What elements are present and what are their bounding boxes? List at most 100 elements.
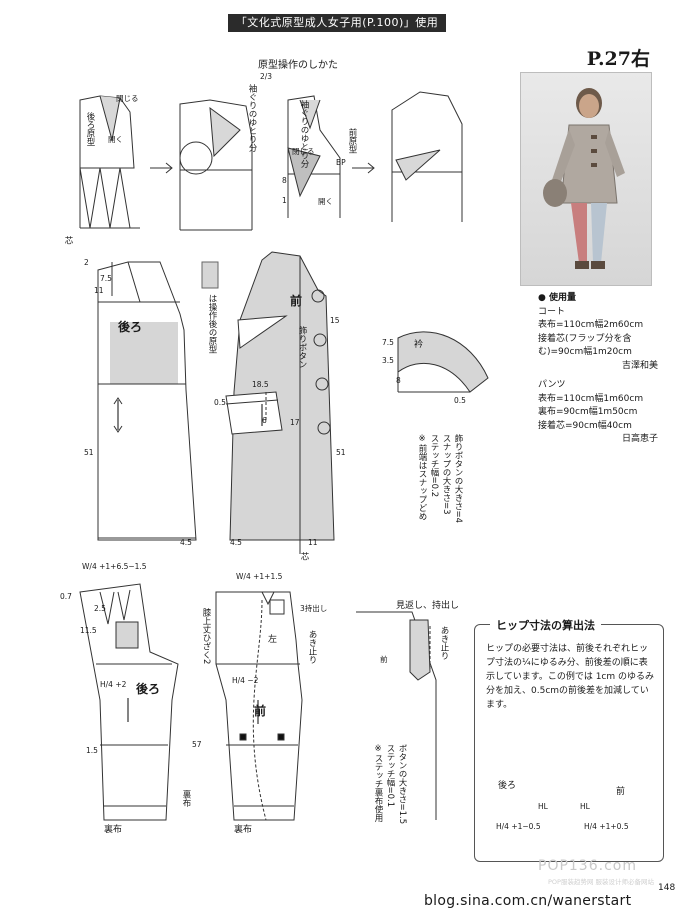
hip-box-body: ヒップの必要寸法は、前後それぞれヒップ寸法の¼にゆるみ分、前後差の順に表示してい…: [486, 644, 654, 710]
label-opening-stop: あき止り: [307, 630, 317, 664]
label-collar: 衿: [414, 340, 424, 350]
label-lining-2: 裏布: [181, 790, 191, 807]
label-facing-front: 前: [380, 655, 388, 664]
label-lining-front: 裏布: [234, 825, 253, 835]
snap-note-line: ステッチ幅=0.2: [429, 434, 439, 498]
coat-front-pattern: [225, 251, 335, 554]
label-num-2: 2: [84, 258, 89, 267]
usage-pants-line: 表布=110cm幅1m60cm: [538, 393, 644, 404]
label-num-51: 51: [84, 448, 94, 457]
label-w-formula-back: W/4 +1+6.5−1.5: [82, 562, 147, 571]
label-close: 閉じる: [116, 94, 139, 103]
process-title: 原型操作のしかた: [258, 60, 338, 71]
label-num-2-5: 2.5: [94, 604, 106, 613]
hip-info-box: [474, 624, 664, 862]
label-num-4-5: 4.5: [180, 538, 192, 547]
legend-swatch: [201, 261, 219, 289]
label-close-2: 閉じる: [292, 147, 315, 156]
usage-coat-credit: 吉澤和美: [621, 360, 658, 371]
label-core-bottom: 芯: [299, 552, 309, 561]
label-extension: 3持出し: [300, 604, 328, 613]
label-num-0-7: 0.7: [60, 592, 72, 601]
snap-note-line: 飾りボタンの大きさ=4: [453, 434, 463, 524]
usage-pants-label: パンツ: [538, 380, 566, 390]
label-back: 後ろ: [118, 320, 143, 334]
coat-back-pattern: [97, 261, 197, 541]
block-step-4: [391, 91, 463, 222]
hip-back-formula: H/4 +1−0.5: [496, 822, 541, 831]
hip-hl-label: HL: [538, 802, 548, 811]
usage-section: ● 使用量 コート 表布=110cm幅2m60cm 接着芯(フラップ分を含 む)…: [538, 292, 658, 447]
usage-heading: ● 使用量: [538, 293, 576, 303]
hip-front-label: 前: [616, 787, 626, 797]
pants-note-line: ボタンの大きさ=1.5: [397, 744, 407, 825]
label-pants-front: 前: [254, 704, 267, 718]
label-num-17: 17: [290, 418, 300, 427]
pants-front-pattern: [215, 591, 303, 821]
pants-back-pattern: [79, 583, 179, 821]
label-core: 芯: [63, 236, 73, 245]
usage-coat-line: 接着芯(フラップ分を含: [538, 333, 632, 344]
label-num-1-5: 1.5: [86, 746, 98, 755]
label-bp: BP: [336, 158, 346, 167]
label-num-7-5-collar: 7.5: [382, 338, 394, 347]
label-w-formula-front: W/4 +1+1.5: [236, 572, 283, 581]
snap-note-line: スナップの大きさ=3: [441, 434, 451, 515]
label-num-4-5-front: 4.5: [230, 538, 242, 547]
block-step-1: [79, 95, 140, 229]
label-facing: 見返し、持出し: [396, 601, 460, 611]
label-front-block: 前原型: [347, 128, 357, 154]
label-num-3-5-collar: 3.5: [382, 356, 394, 365]
usage-coat-line: 表布=110cm幅2m60cm: [538, 320, 644, 330]
hip-hl-label-2: HL: [580, 802, 590, 811]
label-h-formula-back: H/4 +2: [100, 680, 127, 689]
watermark-sub: POP服装趋势网 服装设计师必备网站: [548, 878, 655, 886]
block-step-2: [179, 99, 253, 231]
label-num-51-front: 51: [336, 448, 346, 457]
pants-note-line: ステッチ幅=0.1: [385, 744, 395, 808]
usage-pants-line: 裏布=90cm幅1m50cm: [538, 407, 638, 417]
label-num-11: 11: [94, 286, 104, 295]
label-open-2: 開く: [318, 197, 333, 206]
hip-front-formula: H/4 +1+0.5: [584, 822, 629, 831]
label-sleeve-ease: 袖ぐりのゆとり分: [247, 84, 257, 152]
watermark-brand: POP136.com: [538, 858, 637, 874]
model-figure-icon: [543, 88, 625, 269]
facing-pattern: [356, 611, 437, 820]
label-num-0-5-collar: 0.5: [454, 396, 466, 405]
label-sleeve-ease-2: 袖ぐりのゆとり分: [299, 100, 309, 168]
label-num-57: 57: [192, 740, 202, 749]
usage-pants-credit: 日高恵子: [621, 434, 658, 444]
label-left: 左: [268, 635, 278, 645]
blog-url: blog.sina.com.cn/wanerstart: [424, 893, 632, 909]
label-num-15: 15: [330, 316, 340, 325]
label-num-8-collar: 8: [396, 376, 401, 385]
label-lining: 裏布: [104, 825, 123, 835]
page-header-title: 「文化式原型成人女子用(P.100)」使用: [228, 14, 446, 32]
label-num-6: 6: [262, 416, 267, 425]
label-deco-button: 飾りボタン: [297, 326, 307, 369]
hip-back-label: 後ろ: [498, 781, 517, 791]
label-num-11-5: 11.5: [80, 626, 97, 635]
collar-pattern: [397, 331, 489, 393]
label-num-11-front: 11: [308, 538, 318, 547]
label-back-block: 後ろ原型: [85, 112, 95, 146]
label-open: 開く: [108, 135, 123, 144]
label-pants-back: 後ろ: [136, 682, 161, 696]
label-num-0-5: 0.5: [214, 398, 226, 407]
arrow-icon: [150, 162, 173, 174]
usage-coat-line: む)=90cm幅1m20cm: [538, 347, 632, 357]
page-reference: P.27右: [586, 48, 650, 70]
model-photo: [520, 72, 652, 286]
label-num-1: 1: [282, 196, 287, 205]
label-h-formula-front: H/4 −2: [232, 676, 259, 685]
label-num-8: 8: [282, 176, 287, 185]
snap-note-line: ※前端はスナップどめ: [417, 434, 427, 521]
label-num-7-5: 7.5: [100, 274, 112, 283]
page-number: 148: [658, 883, 676, 893]
arrow-icon: [352, 162, 375, 174]
hip-box-title: ヒップ寸法の算出法: [490, 617, 601, 633]
pants-note-line: ※ステッチ裏布使用: [373, 744, 383, 822]
label-two-thirds: 2/3: [260, 72, 273, 81]
label-num-18-5: 18.5: [252, 380, 269, 389]
